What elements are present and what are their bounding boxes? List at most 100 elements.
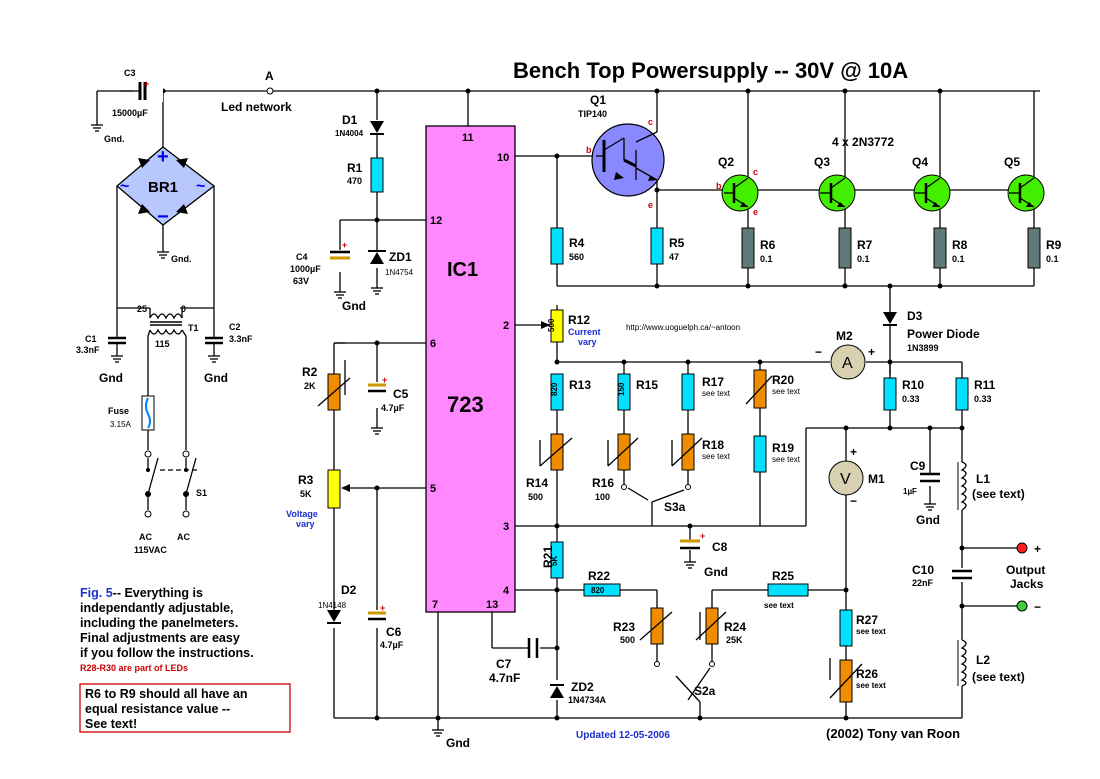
svg-text:R13: R13 — [569, 378, 591, 392]
svg-text:Gnd: Gnd — [916, 513, 940, 527]
capacitor-c8: + C8 Gnd — [680, 531, 728, 579]
svg-text:see text: see text — [772, 455, 801, 464]
c1-ref: C1 — [85, 334, 97, 344]
c1-gnd: Gnd — [99, 371, 123, 385]
svg-text:A: A — [842, 355, 853, 372]
svg-text:c: c — [753, 167, 758, 177]
c2-ref: C2 — [229, 322, 241, 332]
pin-13: 13 — [486, 599, 498, 611]
svg-text:Power Diode: Power Diode — [907, 327, 980, 341]
svg-text:0.33: 0.33 — [902, 394, 920, 404]
svg-text:Gnd.: Gnd. — [104, 134, 125, 144]
r1-val: 470 — [347, 176, 362, 186]
ic-name-ic1: IC1 — [447, 259, 478, 281]
resistor-r22: 820 R22 — [583, 569, 621, 597]
q1-ref: Q1 — [590, 93, 606, 107]
svg-text:R24: R24 — [724, 620, 746, 634]
q5-ref: Q5 — [1004, 155, 1020, 169]
svg-text:100: 100 — [595, 492, 610, 502]
svg-text:see text: see text — [764, 601, 794, 610]
pin-3: 3 — [503, 521, 509, 533]
resistor-r8: R8 0.1 — [933, 227, 968, 269]
t1-tap-115: 115 — [155, 339, 170, 349]
caption-red-note: R28-R30 are part of LEDs — [80, 663, 188, 673]
transistor-q3: Q3 — [814, 155, 856, 212]
br1-plus: + — [157, 146, 169, 168]
transistor-q5: Q5 — [1004, 155, 1045, 212]
diagram-title: Bench Top Powersupply -- 30V @ 10A — [513, 58, 908, 83]
t1-ref: T1 — [188, 323, 199, 333]
ic-body — [425, 125, 516, 613]
svg-text:R15: R15 — [636, 378, 658, 392]
resistor-r5: R5 47 — [650, 227, 685, 265]
svg-text:see text: see text — [772, 387, 801, 396]
svg-text:22nF: 22nF — [912, 578, 934, 588]
svg-text:R7: R7 — [857, 238, 873, 252]
box-line1: R6 to R9 should all have an — [85, 687, 248, 701]
inductor-l2: L2 (see text) — [957, 639, 1025, 687]
pin-7: 7 — [432, 599, 438, 611]
svg-text:Gnd: Gnd — [446, 736, 470, 750]
inductor-l1: L1 (see text) — [957, 461, 1025, 511]
br1-ref: BR1 — [148, 179, 178, 196]
switch-s2a: S2a — [654, 661, 716, 701]
svg-text:−: − — [1034, 600, 1041, 614]
r2-val: 2K — [304, 381, 316, 391]
svg-text:R9: R9 — [1046, 238, 1062, 252]
svg-text:C7: C7 — [496, 657, 512, 671]
svg-text:0.1: 0.1 — [952, 254, 965, 264]
svg-text:Fig. 5-- Everything is: Fig. 5-- Everything is — [80, 586, 203, 600]
svg-text:R4: R4 — [569, 236, 585, 250]
transformer-t1: T1 25 0 115 — [137, 304, 199, 349]
svg-text:C8: C8 — [712, 540, 728, 554]
svg-text:see text: see text — [856, 627, 886, 636]
svg-text:+: + — [342, 240, 347, 250]
potentiometer-r3: R3 5K Voltage vary — [286, 469, 350, 529]
diode-d2: D2 1N4148 — [318, 583, 357, 624]
svg-text:(see text): (see text) — [972, 670, 1025, 684]
caption-line1: -- Everything is — [113, 586, 203, 600]
r3-note2: vary — [296, 519, 315, 529]
svg-text:R12: R12 — [568, 313, 590, 327]
svg-text:R17: R17 — [702, 375, 724, 389]
pin-6: 6 — [430, 338, 436, 350]
r3-note: Voltage — [286, 509, 318, 519]
c3-ref: C3 — [124, 68, 136, 78]
pin-12: 12 — [430, 215, 442, 227]
resistor-r27: R27 see text — [839, 609, 886, 647]
figure-caption: Fig. 5-- Everything is independantly adj… — [80, 586, 254, 673]
r2-ref: R2 — [302, 365, 318, 379]
fuse-ref: Fuse — [108, 406, 129, 416]
r3-ref: R3 — [298, 473, 314, 487]
svg-text:Current: Current — [568, 327, 601, 337]
t1-tap-0: 0 — [181, 304, 186, 314]
svg-text:500: 500 — [528, 492, 543, 502]
svg-text:1N4734A: 1N4734A — [568, 695, 607, 705]
bridge-rectifier-br1: + − ~ ~ BR1 — [115, 146, 216, 228]
svg-text:R23: R23 — [613, 620, 635, 634]
capacitor-c5: + C5 4.7µF — [368, 375, 409, 435]
zener-zd1: ZD1 1N4754 — [368, 250, 414, 295]
zd1-ref: ZD1 — [389, 250, 412, 264]
svg-text:~: ~ — [196, 178, 205, 195]
svg-text:b: b — [586, 145, 592, 155]
capacitor-c2: C2 3.3nF Gnd — [204, 322, 253, 385]
svg-text:D3: D3 — [907, 309, 923, 323]
svg-text:47: 47 — [669, 252, 679, 262]
svg-text:R21: R21 — [541, 546, 555, 568]
svg-text:R27: R27 — [856, 613, 878, 627]
svg-text:see text: see text — [856, 681, 886, 690]
caption-line2: independantly adjustable, — [80, 601, 234, 615]
pin-10: 10 — [497, 152, 509, 164]
svg-text:+: + — [380, 603, 385, 613]
svg-text:see text: see text — [702, 452, 731, 461]
svg-text:R26: R26 — [856, 667, 878, 681]
resistor-r13: 820 R13 — [550, 373, 591, 411]
svg-text:C9: C9 — [910, 459, 926, 473]
r1-ref: R1 — [347, 161, 363, 175]
svg-text:L1: L1 — [976, 472, 990, 486]
svg-text:+: + — [144, 79, 149, 89]
c4-ref: C4 — [296, 252, 308, 262]
svg-text:C10: C10 — [912, 563, 934, 577]
capacitor-c3: + C3 15000µF — [112, 68, 163, 118]
